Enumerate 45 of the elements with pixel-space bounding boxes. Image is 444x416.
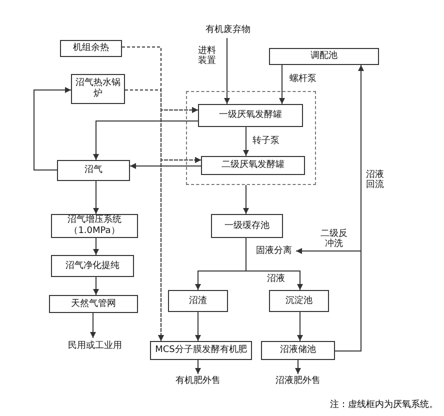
edge-label: 沼液回流	[364, 170, 386, 190]
process-box: 一级缓存池	[211, 214, 283, 238]
process-box: MCS分子膜发酵有机肥	[150, 341, 252, 360]
arrow	[243, 184, 249, 214]
arrow	[90, 312, 96, 338]
arrow	[34, 87, 72, 170]
process-box: 沉淀池	[269, 290, 329, 312]
edge-label: 沼液	[264, 274, 288, 284]
dashed-boundary	[186, 91, 316, 185]
arrow	[93, 276, 99, 296]
arrow	[124, 90, 164, 342]
process-box: 天然气管网	[49, 295, 138, 313]
process-box: 沼气增压系统（1.0MPa）	[51, 214, 138, 238]
note-text: 注：虚线框内为厌氧系统。	[330, 398, 438, 411]
arrow	[246, 238, 303, 290]
arrow	[93, 238, 99, 256]
process-box: 二级厌氧发酵罐	[201, 156, 305, 175]
arrow	[93, 120, 198, 160]
arrow	[279, 64, 285, 104]
process-box: 调配池	[269, 48, 379, 65]
edge-label: 二级反冲洗	[318, 229, 350, 249]
arrow	[130, 163, 202, 169]
flow-text: 有机废弃物	[198, 22, 258, 38]
arrow	[243, 126, 249, 156]
process-box: 沼气	[57, 160, 130, 181]
edge-label: 进料装置	[196, 46, 218, 66]
edge-label: 螺杆泵	[287, 74, 319, 84]
flow-text: 沼液肥外售	[270, 374, 326, 389]
arrow	[334, 64, 364, 352]
arrow	[195, 360, 201, 374]
arrow	[195, 312, 201, 342]
process-box: 机组余热	[60, 40, 122, 57]
process-box: 一级厌氧发酵罐	[198, 104, 303, 127]
edge-label: 转子泵	[251, 136, 281, 146]
flow-text: 民用或工业用	[62, 338, 128, 354]
process-box: 沼气净化提纯	[51, 255, 134, 277]
arrow	[224, 38, 230, 104]
arrow	[93, 180, 99, 214]
process-box: 沼液储池	[261, 341, 335, 360]
arrow	[297, 312, 303, 342]
flow-text: 固液分离	[252, 244, 296, 259]
arrow	[295, 360, 301, 374]
process-box: 沼气热水锅炉	[71, 74, 125, 104]
process-box: 沼渣	[168, 290, 228, 312]
flow-text: 有机肥外售	[170, 374, 226, 389]
